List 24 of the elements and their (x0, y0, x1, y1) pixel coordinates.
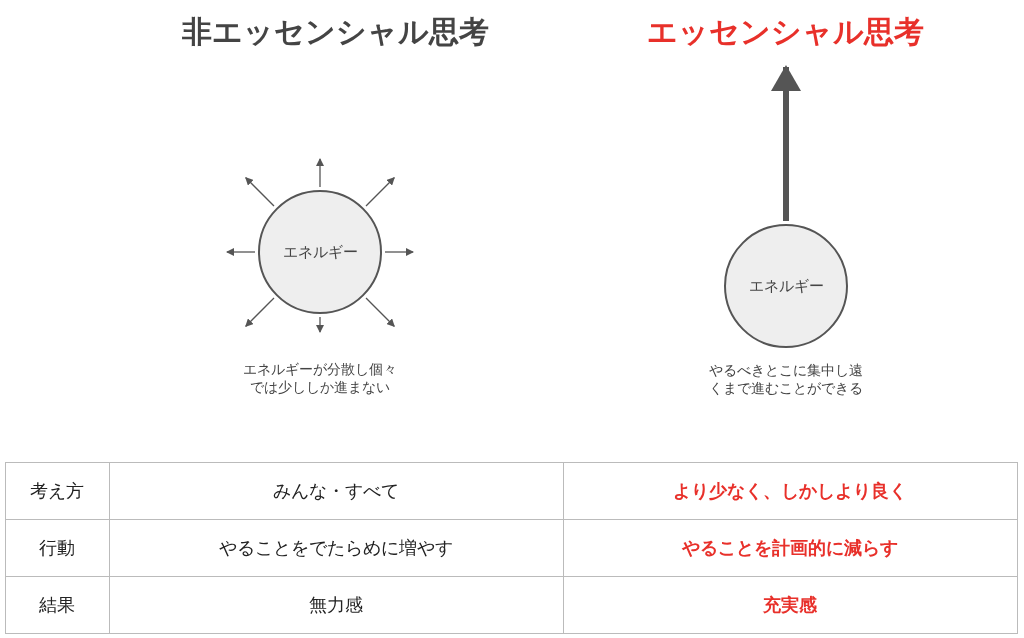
arrow (771, 65, 801, 221)
arrow (365, 297, 395, 327)
table-cell: みんな・すべて (109, 462, 564, 520)
table-cell: 結果 (5, 576, 110, 634)
arrow (226, 248, 256, 256)
table-cell: やることを計画的に減らす (563, 519, 1018, 577)
arrow (245, 297, 275, 327)
caption-text: エネルギーが分散し個々では少ししか進まない (243, 361, 397, 397)
arrow (316, 158, 324, 188)
table-cell: やることをでたらめに増やす (109, 519, 564, 577)
table-cell: 考え方 (5, 462, 110, 520)
arrow (316, 316, 324, 333)
column-heading: 非エッセンシャル思考 (181, 13, 489, 51)
table-cell: より少なく、しかしより良く (563, 462, 1018, 520)
arrow (365, 177, 395, 207)
caption-text: やるべきとこに集中し遠くまで進むことができる (709, 362, 863, 398)
column-heading: エッセンシャル思考 (646, 13, 924, 51)
arrow (384, 248, 414, 256)
table-cell: 無力感 (109, 576, 564, 634)
table-cell: 行動 (5, 519, 110, 577)
arrow (245, 177, 275, 207)
circle-label: エネルギー (282, 242, 358, 262)
table-cell: 充実感 (563, 576, 1018, 634)
circle-label: エネルギー (748, 276, 824, 296)
